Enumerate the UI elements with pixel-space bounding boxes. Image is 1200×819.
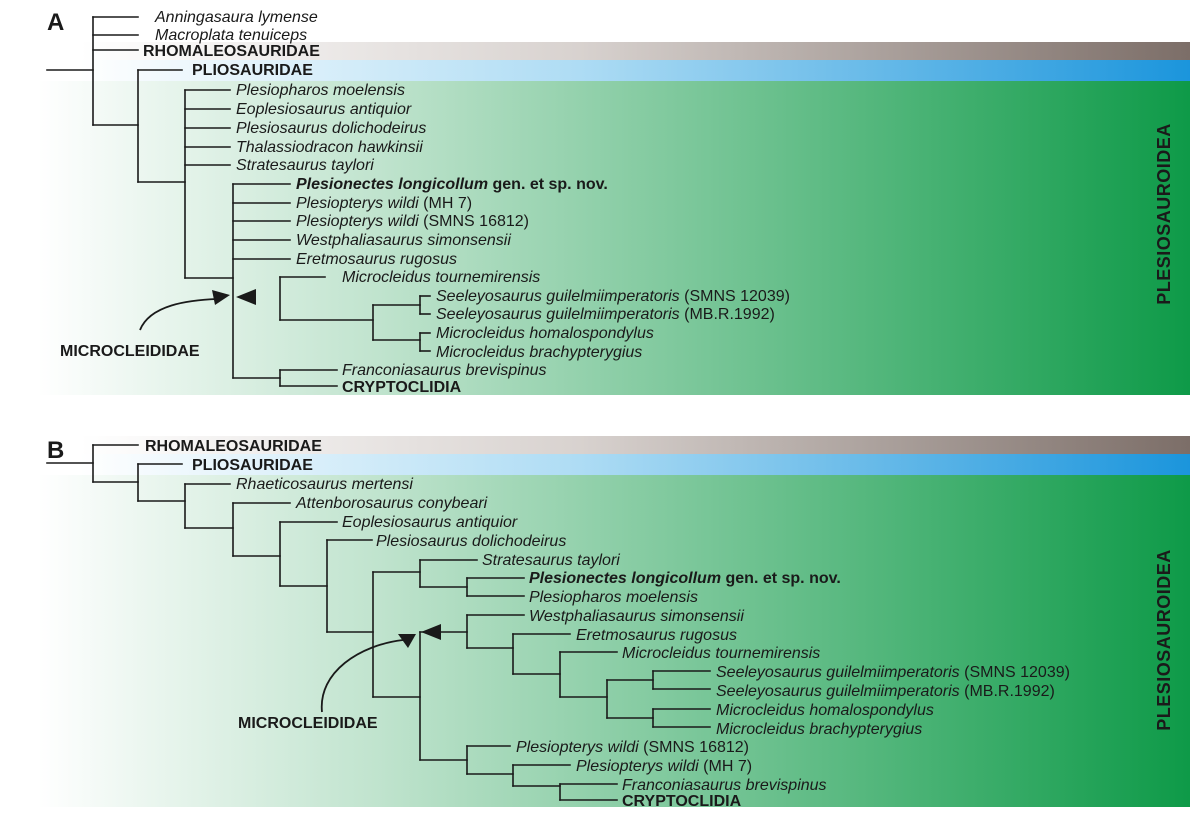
panel-b-plesiosauroidea-band [38,475,1190,807]
panel-b-tree [46,444,711,801]
panel-a-microcleididae-arrow [139,289,256,331]
clade-label-cryptoclidia: CRYPTOCLIDIA [342,379,462,396]
taxon-label: Macroplata tenuiceps [155,27,307,44]
taxon-label: Plesiopterys wildi (MH 7) [296,195,472,212]
panel-a-pliosauridae-band [80,60,1190,81]
taxon-label: Plesiopterys wildi (MH 7) [576,758,752,775]
taxon-label: Microcleidus homalospondylus [436,325,654,342]
taxon-label: Westphaliasaurus simonsensii [529,608,744,625]
taxon-label: Westphaliasaurus simonsensii [296,232,511,249]
taxon-label: Plesiopharos moelensis [529,589,698,606]
panel-a-taxon-labels: Anningasaura lymense Macroplata tenuicep… [143,9,790,396]
taxon-label: Microcleidus brachypterygius [716,721,922,738]
taxon-label: Seeleyosaurus guilelmiimperatoris (SMNS … [436,288,790,305]
panel-b-microcleididae-label: MICROCLEIDIDAE [238,715,378,732]
clade-label-pliosauridae: PLIOSAURIDAE [192,62,313,79]
taxon-label: Anningasaura lymense [154,9,318,26]
panel-b-microcleididae-arrow [321,624,441,713]
taxon-label: Stratesaurus taylori [482,552,620,569]
taxon-label: Rhaeticosaurus mertensi [236,476,413,493]
taxon-label: Thalassiodracon hawkinsii [236,139,423,156]
panel-a-letter: A [47,9,64,36]
taxon-label: Microcleidus tournemirensis [342,269,540,286]
panel-a-tree [46,16,431,387]
taxon-label: Plesiosaurus dolichodeirus [376,533,566,550]
panel-b-rhomaleosauridae-band [80,436,1190,454]
panel-a-plesiosauroidea-band [38,81,1190,395]
taxon-label: Plesiopharos moelensis [236,82,405,99]
clade-label-rhomaleosauridae: RHOMALEOSAURIDAE [145,438,322,455]
taxon-label: Franconiasaurus brevispinus [342,362,547,379]
taxon-label-new-species: Plesionectes longicollum gen. et sp. nov… [296,176,608,193]
taxon-label: Stratesaurus taylori [236,157,374,174]
taxon-label: Seeleyosaurus guilelmiimperatoris (SMNS … [716,664,1070,681]
panel-b-taxon-labels: RHOMALEOSAURIDAE PLIOSAURIDAE Rhaeticosa… [145,438,1070,810]
taxon-label: Franconiasaurus brevispinus [622,777,827,794]
taxon-label: Eoplesiosaurus antiquior [236,101,412,118]
clade-label-pliosauridae: PLIOSAURIDAE [192,457,313,474]
panel-a-plesiosauroidea-label: PLESIOSAUROIDEA [1154,123,1174,305]
panel-b: B [38,436,1190,810]
panel-b-letter: B [47,437,64,464]
taxon-label: Eoplesiosaurus antiquior [342,514,518,531]
clade-label-cryptoclidia: CRYPTOCLIDIA [622,793,742,810]
taxon-label: Plesiopterys wildi (SMNS 16812) [296,213,529,230]
clade-label-rhomaleosauridae: RHOMALEOSAURIDAE [143,43,320,60]
panel-a-rhomaleosauridae-band [80,42,1190,60]
taxon-label: Seeleyosaurus guilelmiimperatoris (MB.R.… [436,306,775,323]
taxon-label: Eretmosaurus rugosus [296,251,457,268]
panel-b-pliosauridae-band [80,454,1190,475]
taxon-label: Attenborosaurus conybeari [295,495,488,512]
taxon-label: Microcleidus brachypterygius [436,344,642,361]
taxon-label: Eretmosaurus rugosus [576,627,737,644]
taxon-label: Plesiosaurus dolichodeirus [236,120,426,137]
taxon-label: Microcleidus homalospondylus [716,702,934,719]
panel-a-microcleididae-label: MICROCLEIDIDAE [60,343,200,360]
panel-a: A [38,9,1190,396]
taxon-label: Seeleyosaurus guilelmiimperatoris (MB.R.… [716,683,1055,700]
panel-b-plesiosauroidea-label: PLESIOSAUROIDEA [1154,549,1174,731]
taxon-label-new-species: Plesionectes longicollum gen. et sp. nov… [529,570,841,587]
taxon-label: Microcleidus tournemirensis [622,645,820,662]
taxon-label: Plesiopterys wildi (SMNS 16812) [516,739,749,756]
